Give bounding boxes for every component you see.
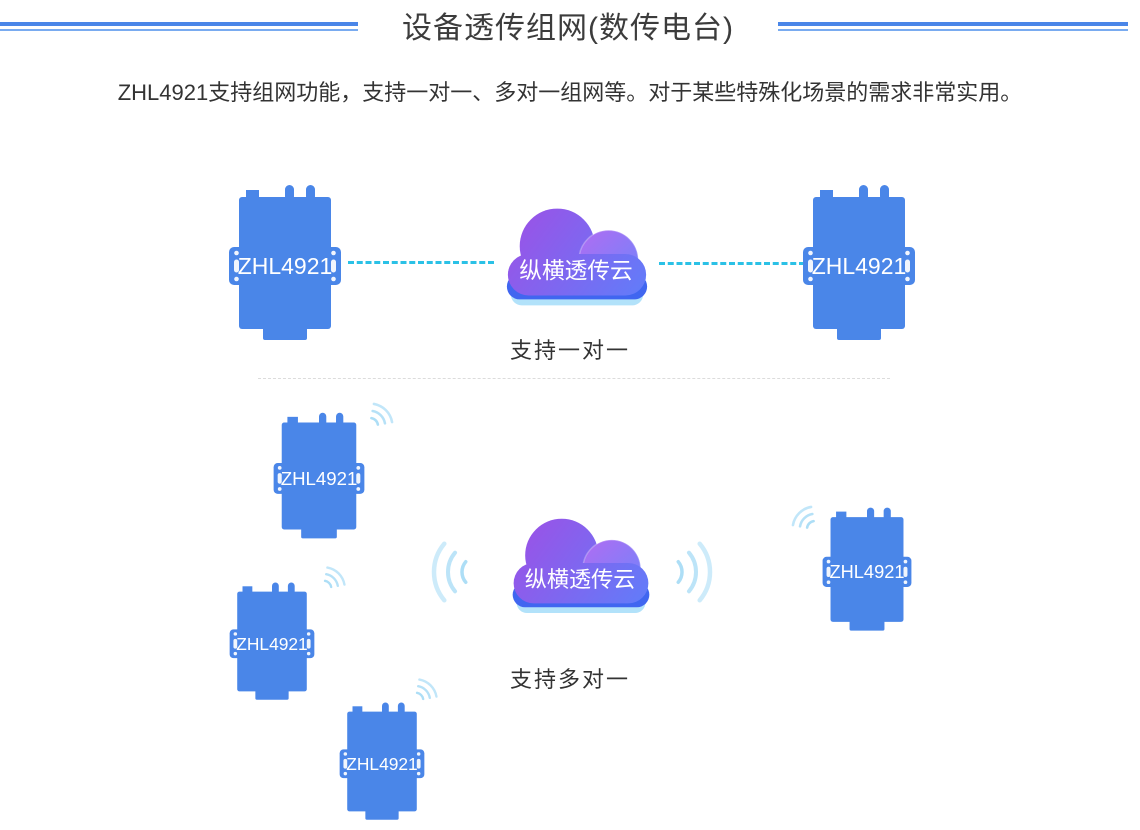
cloud-icon: 纵横透传云 [506,208,648,306]
device-label: ZHL4921 [812,253,907,279]
section-caption-many-to-one: 支持多对一 [509,667,630,692]
flange-holes [233,632,311,656]
device-icon-b: ZHL4921 [229,582,315,700]
dotted-link-line [348,261,494,264]
title-line-right-light [778,29,1128,31]
device-label: ZHL4921 [829,561,904,582]
wifi-signal-icon [415,678,438,701]
flange-holes [234,250,336,282]
cloud-label: 纵横透传云 [525,567,636,592]
title-line-left-light [0,29,358,31]
wifi-signal-icon [676,541,713,603]
device-body [239,197,331,329]
page-title: 设备透传组网(数传电台) [402,12,734,45]
flange-holes [826,559,908,585]
top-tab [246,190,259,200]
device-label: ZHL4921 [281,468,358,489]
title-line-right-strong [778,22,1128,26]
device-icon-c: ZHL4921 [339,702,425,820]
device-icon-a: ZHL4921 [273,412,365,539]
wifi-signal-icon [431,541,468,603]
device-icon-top-right: ZHL4921 [803,185,915,340]
device-icon-top-left: ZHL4921 [229,185,341,340]
intro-text: ZHL4921支持组网功能，支持一对一、多对一组网等。对于某些特殊化场景的需求非… [117,80,1023,105]
section-divider [258,378,890,379]
device-label: ZHL4921 [238,253,333,279]
flange-holes [343,752,421,776]
wifi-signal-icon [370,402,394,426]
wifi-signal-icon [791,505,815,529]
flange-holes [277,466,361,491]
device-label: ZHL4921 [236,634,307,654]
flange-holes [808,250,910,282]
cloud-label: 纵横透传云 [519,258,633,284]
cloud-icon: 纵横透传云 [512,518,650,614]
dotted-link-line [659,262,805,265]
section-caption-one-to-one: 支持一对一 [509,338,630,363]
device-label: ZHL4921 [346,754,417,774]
title-line-left-strong [0,22,358,26]
device-icon-d: ZHL4921 [822,507,912,631]
bottom-tab [263,327,307,340]
wifi-signal-icon [323,566,346,589]
